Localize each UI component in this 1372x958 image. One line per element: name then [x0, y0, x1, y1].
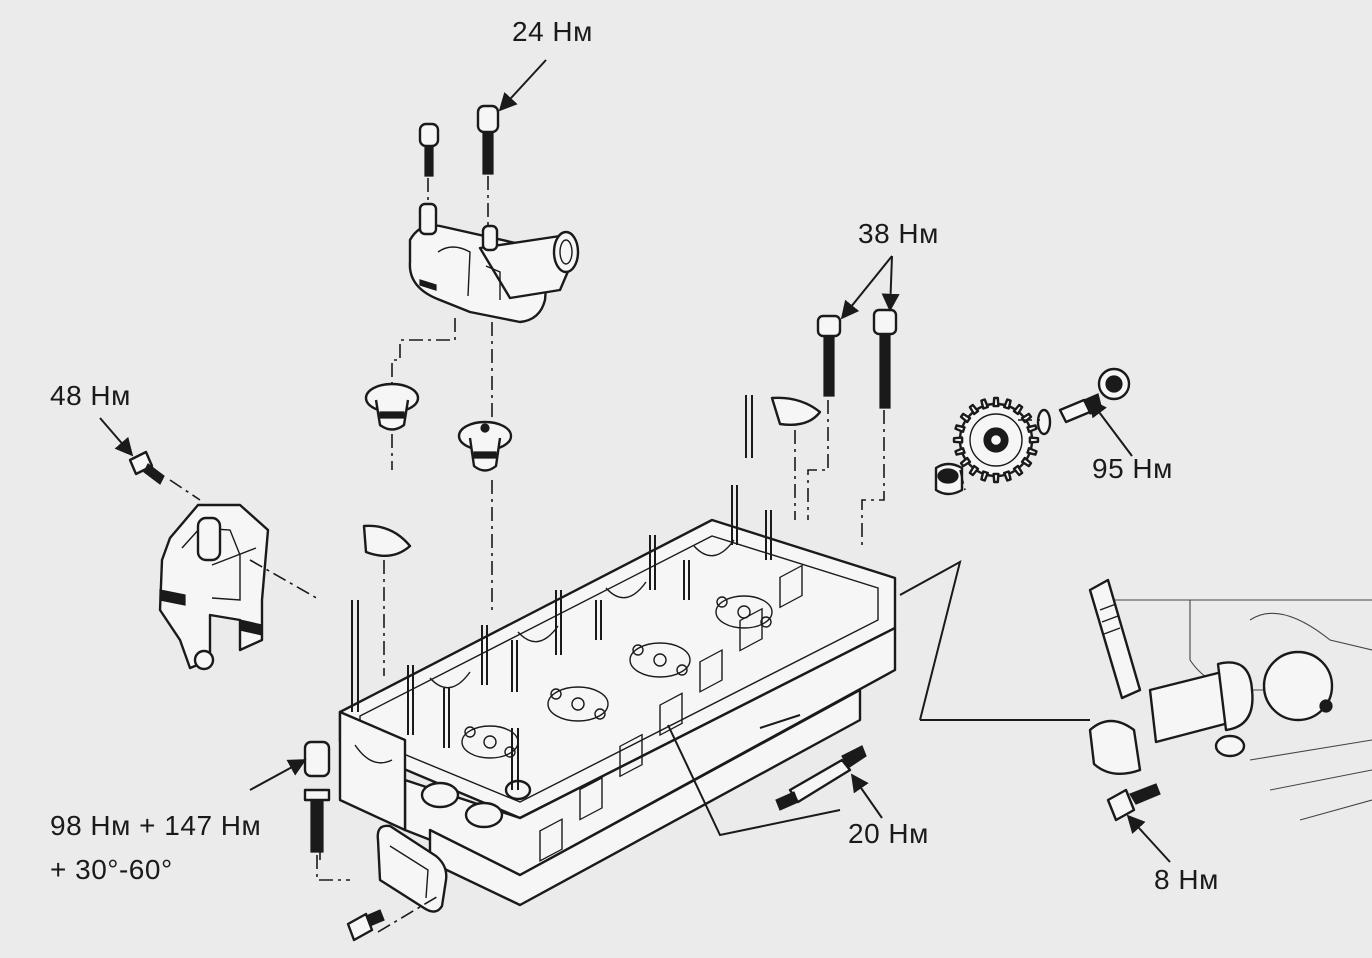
head-studs — [351, 395, 772, 790]
cylinder-head — [338, 518, 897, 907]
sprocket-tooth — [1026, 424, 1038, 433]
sprocket-tooth — [968, 403, 980, 416]
sprocket-tooth — [1012, 464, 1024, 477]
sprocket-tooth — [1003, 470, 1012, 482]
thermostats — [364, 382, 513, 472]
sprocket-assembly — [934, 367, 1131, 496]
torque-label-sprocket: 95 Нм — [1092, 453, 1173, 484]
sprocket-tooth — [959, 456, 972, 468]
cover-plate — [346, 824, 448, 942]
sprocket-tooth — [980, 470, 989, 482]
sprocket-tooth — [1028, 436, 1040, 444]
torque-label-glow-plug: 20 Нм — [848, 818, 929, 849]
bracket-bolt — [128, 450, 165, 485]
thermostat-bolts — [418, 104, 500, 177]
torque-label-thermostat: 24 Нм — [512, 16, 593, 47]
sprocket-tooth — [968, 464, 980, 477]
sprocket-tooth — [992, 472, 1000, 484]
glow-plug — [775, 745, 867, 811]
cam-caps — [362, 396, 822, 558]
sprocket-tooth — [992, 396, 1000, 408]
head-bolt — [303, 740, 331, 853]
thermostat-housing — [408, 202, 580, 324]
torque-label-camshaft: 38 Нм — [858, 218, 939, 249]
torque-label-head-bolt-angle: + 30°-60° — [50, 854, 173, 885]
sprocket-tooth — [1012, 403, 1024, 416]
sprocket-tooth — [1020, 456, 1033, 468]
camshaft-bolts — [816, 308, 898, 409]
leader-lines — [99, 59, 1171, 863]
sprocket-tooth — [954, 447, 966, 456]
sprocket-tooth — [980, 398, 989, 410]
inset-detail — [1088, 578, 1372, 822]
torque-label-bracket: 48 Нм — [50, 380, 131, 411]
torque-label-head-bolt: 98 Нм + 147 Нм — [50, 810, 262, 841]
assembly-lines — [169, 176, 1090, 933]
sprocket-tooth — [954, 424, 966, 433]
sprocket-tooth — [959, 412, 972, 424]
sprocket-tooth — [952, 436, 964, 444]
torque-label-pipe-bolt: 8 Нм — [1154, 864, 1219, 895]
sprocket-tooth — [1026, 447, 1038, 456]
exhaust-ports — [539, 564, 803, 862]
valve-ports — [461, 595, 773, 759]
engine-bracket — [158, 503, 270, 671]
sprocket-tooth — [1003, 398, 1012, 410]
